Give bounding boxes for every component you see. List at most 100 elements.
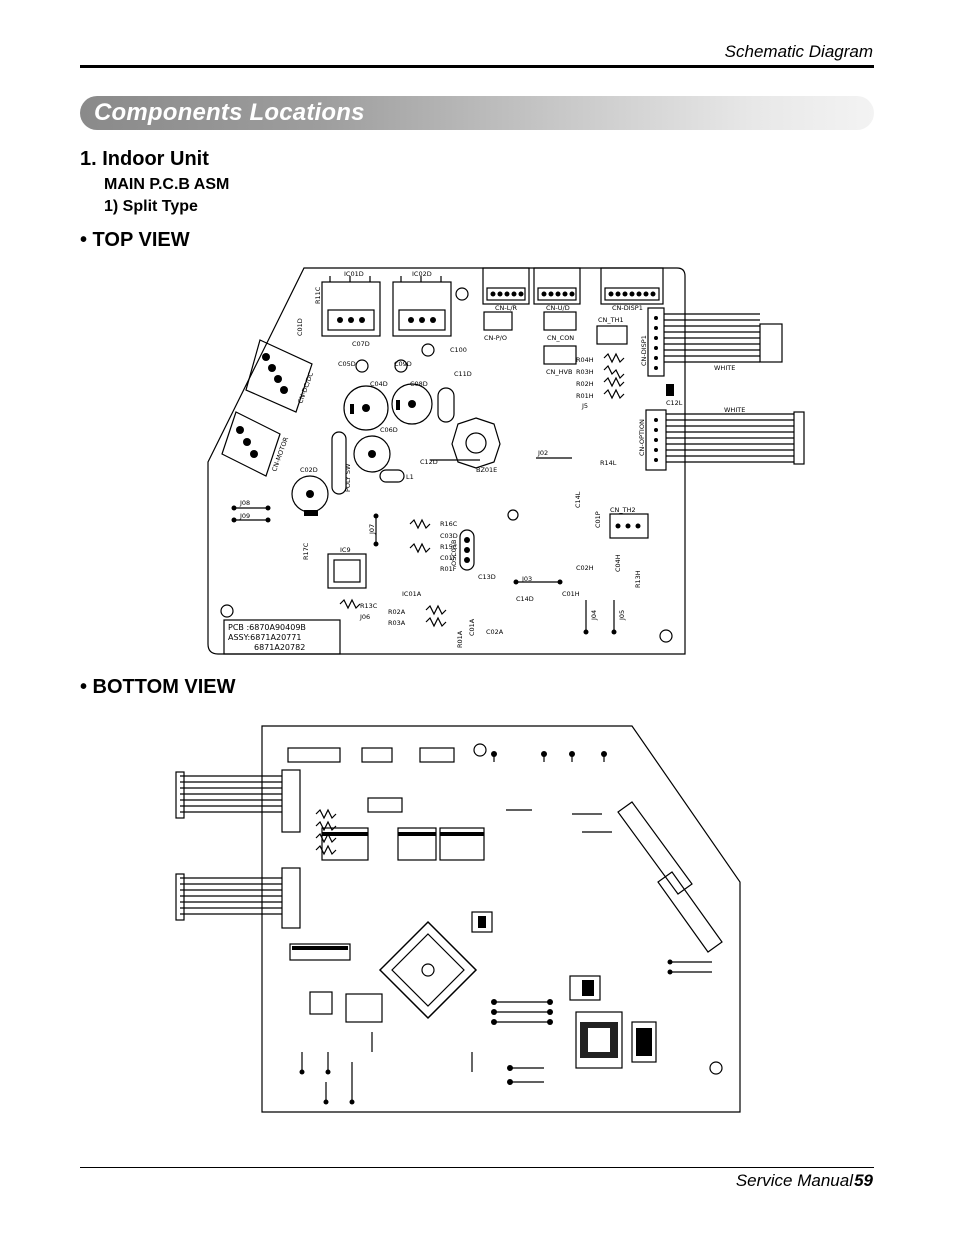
label-c01f: C01F [440,554,457,562]
cn-dc-dc-footprint [617,801,693,895]
label-cn-disp1: CN-DISP1 [612,304,643,312]
label-j02: J02 [537,449,548,457]
assy-number-2: 6871A20782 [254,643,305,652]
cn-l-r-connector [482,267,530,305]
label-ic9: IC9 [340,546,351,554]
cn-disp1-side-connector [647,307,665,377]
pcb-number: PCB :6870A90409B [228,623,306,632]
label-c01d: C01D [296,318,304,336]
label-c13d: C13D [478,573,496,581]
c11d-capacitor [437,387,455,423]
label-c14l: C14L [574,491,582,508]
label-cn-p-o: CN-P/O [484,334,507,342]
footer-title: Service Manual [735,1171,853,1190]
cn-u-d-connector [533,267,581,305]
label-r03h: R03H [576,368,594,376]
cn-disp1-connector [600,267,664,305]
poly-switch [331,431,347,495]
label-cn-con: CN_CON [547,334,574,342]
label-j08: J08 [239,499,250,507]
label-cn-th2: CN_TH2 [610,506,636,514]
label-j09: J09 [239,512,250,520]
label-c01a: C01A [468,618,476,636]
label-ic02d: IC02D [412,270,432,278]
cn-hvb-connector [543,345,577,365]
mcu-chip [378,920,478,1020]
label-l1: L1 [406,473,414,481]
cn-p-o-connector [483,311,513,331]
label-c12d: C12D [420,458,438,466]
label-ic01a: IC01A [402,590,422,598]
label-cn-u-d: CN-U/D [546,304,570,312]
label-bz01e: BZ01E [476,466,497,474]
header-rule [80,65,874,68]
cn-option-footprint [281,867,301,929]
label-c04h: C04H [614,554,622,572]
cn-th2-connector [609,513,649,539]
label-r02h: R02H [576,380,594,388]
wire-label-white-2: WHITE [724,406,745,414]
label-cn-th1: CN_TH1 [598,316,624,324]
board-outline [207,267,686,655]
label-r14l: R14L [600,459,617,467]
pcb-label-box [223,619,341,655]
top-view-heading: • TOP VIEW [80,229,190,251]
cn-th1-connector [596,325,628,345]
label-j07: J07 [368,524,376,535]
label-ic01d: IC01D [344,270,364,278]
osc01b-crystal [459,529,475,571]
assy-number-1: ASSY:6871A20771 [228,633,301,642]
cn-motor-connector [221,411,281,477]
label-c05d: C05D [338,360,356,368]
label-r04h: R04H [576,356,594,364]
label-r01h: R01H [576,392,594,400]
label-cn-dc-dc: CN-DC/DC [296,370,315,404]
label-poly-sw: POLY SW [344,463,352,492]
label-r01f: R01F [440,565,457,573]
cn-disp-footprint [281,769,301,833]
label-j05: J05 [618,610,626,621]
label-c12l: C12L [666,399,683,407]
label-cn-option: CN-OPTION [638,419,646,456]
unit-heading: 1. Indoor Unit [80,148,209,170]
ic02d-part [392,281,452,337]
label-osc01b: OSC01B [450,539,458,566]
top-view-pcb-diagram: IC01D IC02D CN-L/R CN-U/D CN-DISP1 CN-P/… [207,267,805,655]
label-r13h: R13H [634,570,642,588]
ic9-chip [327,553,367,589]
label-r02a: R02A [388,608,406,616]
label-r17c: R17C [302,542,310,560]
label-j5: J5 [581,402,588,410]
ic-bottom-1 [321,827,369,861]
label-c100: C100 [450,346,467,354]
label-c04d: C04D [370,380,388,388]
footer-rule [80,1167,874,1168]
l1-inductor [379,469,405,483]
page-number: 59 [854,1171,873,1190]
label-c03d: C03D [440,532,458,540]
label-c11d: C11D [454,370,472,378]
label-c06d: C06D [380,426,398,434]
label-r01a: R01A [456,630,464,648]
type-heading: 1) Split Type [104,198,198,215]
board-outline-bottom [261,725,741,1113]
label-r03a: R03A [388,619,406,627]
label-r11c: R11C [314,286,322,304]
label-c09d: C09D [394,360,412,368]
cn-option-connector [645,409,667,471]
cn-con-connector [543,311,577,331]
cn-dc-dc-connector [245,339,313,413]
label-c02h: C02H [576,564,594,572]
c06d-capacitor [353,435,391,473]
label-cn-disp1-side: CN-DISP1 [640,335,648,366]
label-r15c: R15C [440,543,458,551]
label-c02d: C02D [300,466,318,474]
assembly-heading: MAIN P.C.B ASM [104,176,230,193]
label-c08d: C08D [410,380,428,388]
label-r13c: R13C [360,602,378,610]
label-j03: J03 [521,575,532,583]
relay-footprint [575,1011,623,1069]
label-c01p: C01P [594,511,602,528]
label-r16c: R16C [440,520,458,528]
c08d-capacitor [391,383,433,425]
